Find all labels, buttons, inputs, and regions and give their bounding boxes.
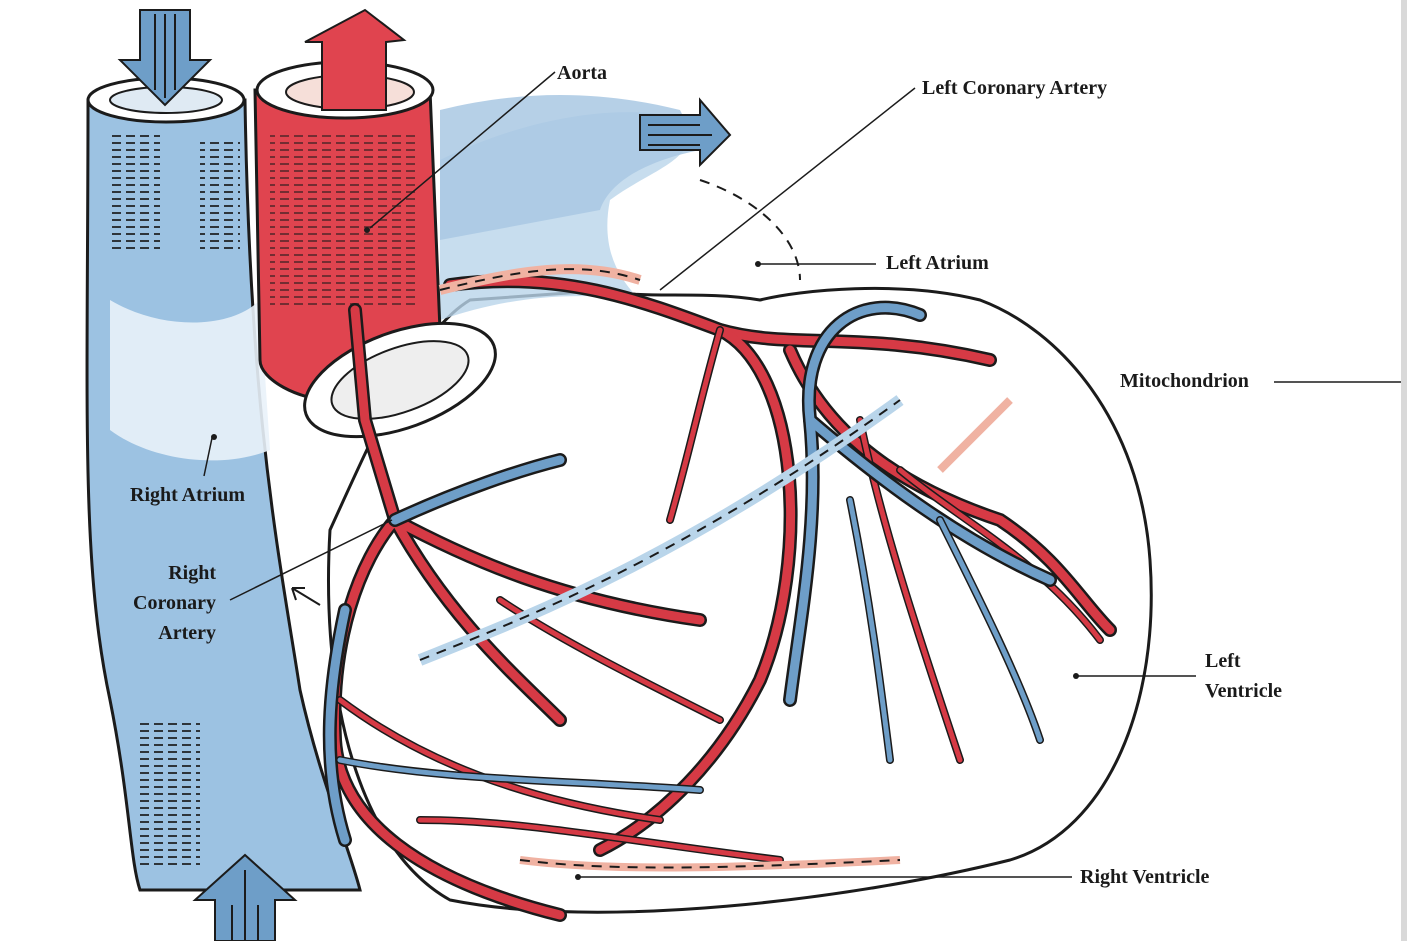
flow-arrow — [292, 588, 320, 605]
label-right-atrium: Right Atrium — [130, 480, 245, 510]
label-left-ventricle-line2: Ventricle — [1205, 676, 1282, 706]
label-right-coronary-artery-line3: Artery — [110, 618, 216, 648]
label-right-ventricle: Right Ventricle — [1080, 862, 1209, 892]
label-right-coronary-artery: Right Coronary Artery — [110, 558, 216, 648]
label-left-ventricle-line1: Left — [1205, 646, 1282, 676]
label-right-coronary-artery-line1: Right — [110, 558, 216, 588]
page-edge — [1401, 0, 1407, 941]
label-right-coronary-artery-line2: Coronary — [110, 588, 216, 618]
label-left-coronary-artery: Left Coronary Artery — [922, 73, 1107, 103]
label-mitochondrion: Mitochondrion — [1120, 366, 1249, 396]
label-aorta: Aorta — [557, 58, 607, 88]
label-left-ventricle: Left Ventricle — [1205, 646, 1282, 706]
label-left-atrium: Left Atrium — [886, 248, 989, 278]
